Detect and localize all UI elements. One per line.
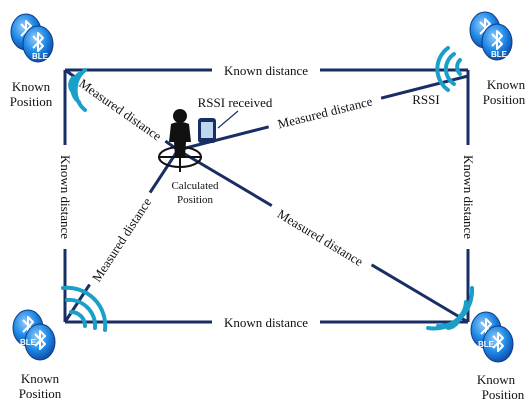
svg-text:Position: Position bbox=[483, 92, 526, 107]
measured-distance-bottom-left-label: Measured distance bbox=[89, 195, 155, 285]
bluetooth-ble-icon: BLE bbox=[32, 52, 49, 61]
ble-beacon-bottom-right: BLE bbox=[470, 311, 514, 363]
svg-text:Position: Position bbox=[177, 194, 214, 206]
svg-text:Known: Known bbox=[21, 371, 60, 386]
calculated-position-label: Calculated Position bbox=[171, 180, 219, 206]
known-position-top-right: Known Position bbox=[483, 77, 526, 107]
svg-text:Position: Position bbox=[10, 94, 53, 109]
svg-text:Known: Known bbox=[477, 372, 516, 387]
person-icon bbox=[169, 109, 191, 156]
user-node bbox=[158, 109, 239, 172]
rssi-received-label: RSSI received bbox=[198, 95, 273, 110]
known-distance-top-label: Known distance bbox=[224, 63, 308, 78]
measured-distance-top-right-label: Measured distance bbox=[276, 93, 374, 131]
known-position-top-left: Known Position bbox=[10, 79, 53, 109]
svg-text:Calculated: Calculated bbox=[171, 180, 219, 192]
svg-text:Position: Position bbox=[482, 387, 525, 402]
ble-beacon-top-right: BLE bbox=[469, 11, 513, 61]
known-distance-labels: Known distance Known distance Known dist… bbox=[57, 62, 476, 330]
bluetooth-ble-icon: BLE bbox=[491, 50, 508, 59]
wifi-signal-icon bbox=[435, 46, 462, 92]
wifi-signal-icon bbox=[68, 68, 87, 112]
known-position-bottom-right: Known Position bbox=[477, 372, 525, 402]
measured-distance-top-left-label: Measured distance bbox=[76, 76, 164, 144]
rssi-label: RSSI bbox=[412, 92, 439, 107]
known-distance-right-label: Known distance bbox=[461, 155, 476, 239]
signal-arcs bbox=[61, 46, 475, 332]
known-position-bottom-left: Known Position bbox=[19, 371, 62, 401]
ble-beacon-bottom-left: BLE bbox=[12, 309, 56, 361]
measured-distance-bottom-right-label: Measured distance bbox=[275, 206, 366, 269]
svg-text:Known: Known bbox=[12, 79, 51, 94]
svg-text:Position: Position bbox=[19, 386, 62, 401]
ble-beacon-top-left: BLE bbox=[10, 13, 54, 63]
smartphone-icon bbox=[198, 118, 216, 143]
known-distance-bottom-label: Known distance bbox=[224, 315, 308, 330]
bluetooth-ble-icon: BLE bbox=[478, 340, 495, 349]
svg-text:Known: Known bbox=[487, 77, 526, 92]
rssi-received-pointer bbox=[217, 110, 239, 129]
wifi-signal-icon bbox=[426, 286, 475, 331]
known-distance-left-label: Known distance bbox=[58, 155, 73, 239]
bluetooth-ble-icon: BLE bbox=[20, 338, 37, 347]
known-position-labels: Known Position Known Position Known Posi… bbox=[10, 77, 526, 402]
wifi-signal-icon bbox=[61, 285, 108, 332]
